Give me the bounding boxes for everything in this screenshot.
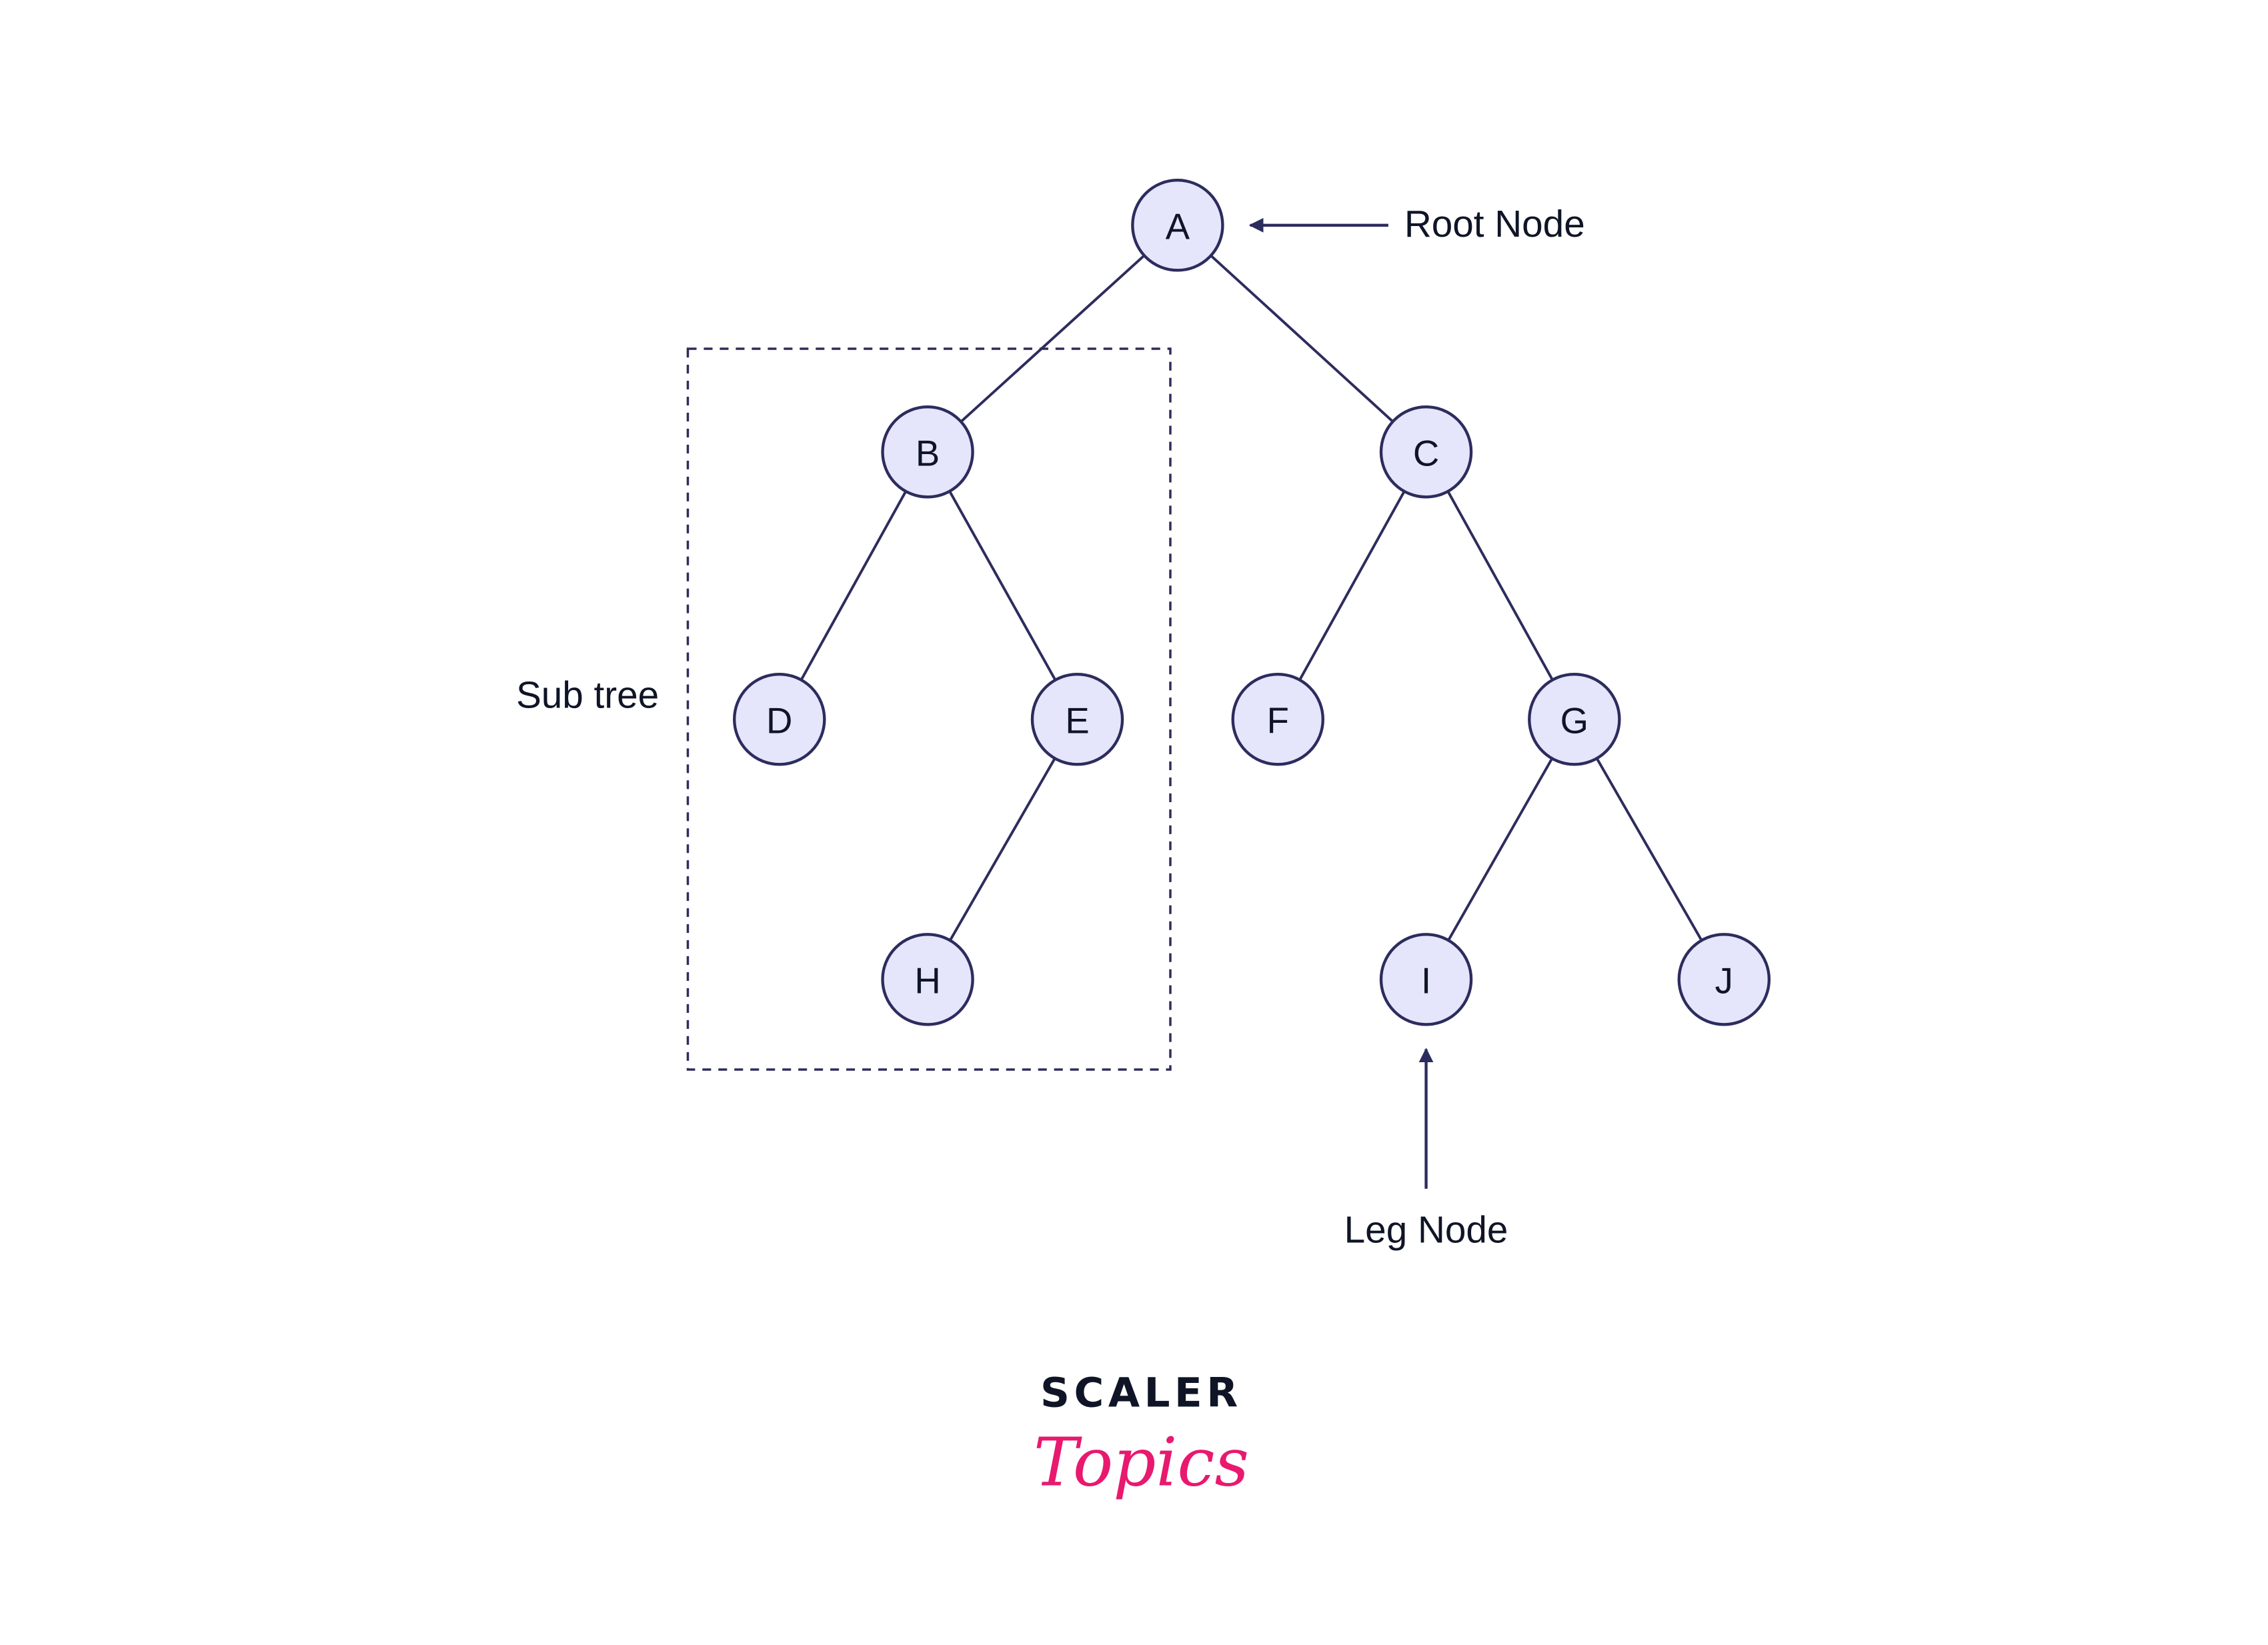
node-J: J (1677, 933, 1771, 1026)
node-D: D (733, 673, 826, 766)
node-label: I (1421, 961, 1431, 1002)
edge-G-I (1424, 718, 1576, 980)
node-circle (1131, 179, 1224, 272)
node-E: E (1030, 673, 1124, 766)
node-C: C (1379, 405, 1473, 499)
node-circle (1379, 933, 1473, 1026)
node-circle (1231, 673, 1324, 766)
node-G: G (1528, 673, 1621, 766)
node-label: H (914, 961, 940, 1002)
node-circle (881, 933, 974, 1026)
logo-topics: Topics (1034, 1423, 1249, 1501)
subtree-label: Sub tree (516, 674, 659, 716)
node-circle (733, 673, 826, 766)
node-label: F (1267, 700, 1289, 741)
edge-A-C (1176, 224, 1427, 453)
edge-C-F (1276, 451, 1428, 720)
edge-A-B (926, 224, 1179, 453)
edge-B-D (778, 451, 929, 720)
node-label: E (1065, 700, 1089, 741)
node-F: F (1231, 673, 1324, 766)
node-B: B (881, 405, 974, 499)
node-A: A (1131, 179, 1224, 272)
edge-C-G (1424, 451, 1576, 720)
node-label: B (916, 433, 940, 473)
edge-G-J (1573, 718, 1726, 980)
node-circle (1030, 673, 1124, 766)
node-label: D (766, 700, 792, 741)
node-I: I (1379, 933, 1473, 1026)
node-label: G (1560, 700, 1588, 741)
edge-B-E (926, 451, 1079, 720)
node-H: H (881, 933, 974, 1026)
node-circle (1677, 933, 1771, 1026)
root-node-label: Root Node (1404, 203, 1585, 245)
node-label: A (1166, 206, 1190, 247)
subtree-box (686, 347, 1172, 1071)
node-circle (1379, 405, 1473, 499)
edge-E-H (926, 718, 1079, 980)
logo-scaler: SCALER (1040, 1370, 1242, 1417)
node-label: J (1715, 961, 1733, 1002)
node-circle (881, 405, 974, 499)
node-label: C (1413, 433, 1439, 473)
node-circle (1528, 673, 1621, 766)
leaf-node-label: Leg Node (1344, 1209, 1508, 1251)
scaler-topics-logo: SCALER Topics (1034, 1370, 1249, 1502)
